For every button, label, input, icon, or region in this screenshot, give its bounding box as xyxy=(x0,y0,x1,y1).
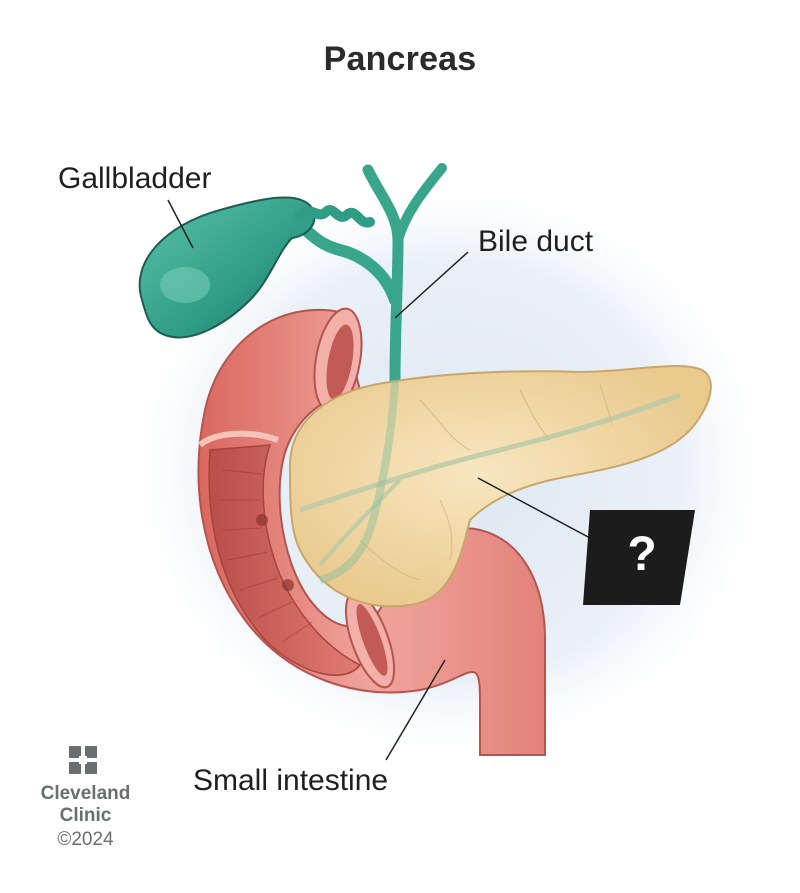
gallbladder xyxy=(138,196,375,339)
bile-duct-lower xyxy=(318,379,399,584)
small-intestine xyxy=(197,307,546,756)
copyright: ©2024 xyxy=(57,829,114,850)
label-gallbladder: Gallbladder xyxy=(58,162,212,195)
label-bile-duct: Bile duct xyxy=(478,225,594,258)
hidden-label-box xyxy=(583,510,695,605)
leader-lines xyxy=(167,199,591,761)
cleveland-clinic-logo-icon xyxy=(69,746,97,774)
bile-duct xyxy=(294,163,447,386)
label-small-intestine: Small intestine xyxy=(193,764,389,797)
logo-line-2: Clinic xyxy=(59,805,112,826)
logo-line-1: Cleveland xyxy=(40,783,131,804)
page-title: Pancreas xyxy=(323,40,477,78)
label-hidden-question: ? xyxy=(627,528,657,581)
pancreas xyxy=(288,365,712,608)
